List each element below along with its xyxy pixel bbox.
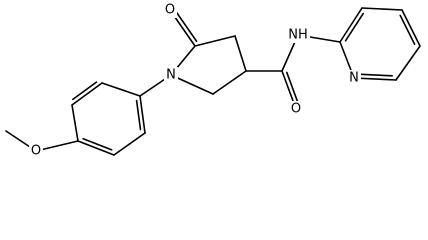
atom-label-layer: N O NH O N O <box>29 2 361 159</box>
atom-o-amide: O <box>289 101 303 117</box>
bond-pyr-c4-c3 <box>361 7 403 11</box>
bond-pyr-n-c6-double <box>357 73 393 77</box>
bond-c5-o-ketone-double <box>174 9 198 43</box>
bond-aryl-c2-c3 <box>71 82 103 106</box>
atom-n-ring: N <box>164 67 178 83</box>
atom-n-pyridine-label: N <box>349 71 359 86</box>
bond-aryl-c2-c3-double <box>72 81 98 101</box>
bond-aryl-c3-c4 <box>71 104 79 142</box>
atom-n-pyridine: N <box>347 70 361 86</box>
bond-c3-c2 <box>212 70 247 95</box>
atom-nh-amide: NH <box>286 27 310 43</box>
atom-nh-amide-label: NH <box>288 28 308 43</box>
molecule-diagram: N O NH O N O <box>5 2 421 159</box>
bond-pyr-c5-c4-double <box>399 14 416 46</box>
atom-o-methoxy-label: O <box>31 144 41 159</box>
bond-pyr-c6-c5 <box>395 45 421 81</box>
bond-c5-c4 <box>194 35 236 47</box>
bond-pyr-c3-c2 <box>339 7 363 43</box>
bond-aryl-c4-c5-double <box>82 137 113 151</box>
atom-o-ketone-label: O <box>165 3 175 18</box>
atom-o-amide-label: O <box>291 102 301 117</box>
atom-o-ketone: O <box>163 2 177 18</box>
bond-c4-c3 <box>234 35 247 72</box>
bond-aryl-c1-c2 <box>101 82 141 97</box>
bond-pyr-c5-c4 <box>401 9 421 47</box>
bond-aryl-c4-c5 <box>77 140 115 156</box>
bond-amide-c-o-double <box>285 71 300 106</box>
bond-pyr-c3-c2-double <box>344 12 364 42</box>
bond-aryl-c6-c1 <box>139 95 146 134</box>
atom-o-methoxy: O <box>29 143 43 159</box>
atom-n-ring-label: N <box>166 68 176 83</box>
bond-aryl-c5-c6 <box>113 132 146 156</box>
bond-aryl-c6-c1-double <box>135 99 142 131</box>
